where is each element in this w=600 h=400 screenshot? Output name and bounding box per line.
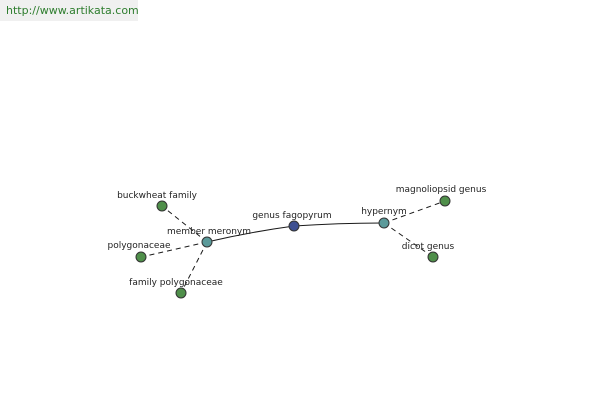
node-dicot-genus[interactable]	[427, 251, 439, 263]
node-label-center[interactable]: genus fagopyrum	[252, 211, 331, 221]
node-label-member-meronym[interactable]: member meronym	[167, 227, 251, 237]
node-label-polygonaceae[interactable]: polygonaceae	[107, 241, 170, 251]
node-family-polygonaceae[interactable]	[175, 287, 187, 299]
edge-member-meronym-to-buckwheat-family	[161, 205, 208, 243]
node-buckwheat-family[interactable]	[156, 200, 168, 212]
nodes-layer	[135, 195, 451, 299]
node-hypernym[interactable]	[378, 217, 390, 229]
node-label-hypernym[interactable]: hypernym	[361, 207, 407, 217]
node-polygonaceae[interactable]	[135, 251, 147, 263]
node-center[interactable]	[288, 220, 300, 232]
source-url-link[interactable]: http://www.artikata.com	[0, 0, 139, 21]
node-label-buckwheat-family[interactable]: buckwheat family	[117, 191, 198, 201]
edges-layer	[140, 200, 446, 294]
edge-member-meronym-to-family-polygonaceae	[180, 241, 208, 294]
node-label-magnoliopsid-genus[interactable]: magnoliopsid genus	[396, 185, 487, 195]
edge-center-to-hypernym	[293, 222, 385, 227]
node-label-family-polygonaceae[interactable]: family polygonaceae	[129, 278, 223, 288]
node-label-dicot-genus[interactable]: dicot genus	[402, 242, 455, 252]
edge-member-meronym-to-polygonaceae	[140, 241, 208, 258]
node-member-meronym[interactable]	[201, 236, 213, 248]
node-magnoliopsid-genus[interactable]	[439, 195, 451, 207]
edge-member-meronym-to-center	[206, 225, 295, 243]
edge-hypernym-to-dicot-genus	[383, 222, 434, 258]
edge-hypernym-to-magnoliopsid-genus	[383, 200, 446, 224]
